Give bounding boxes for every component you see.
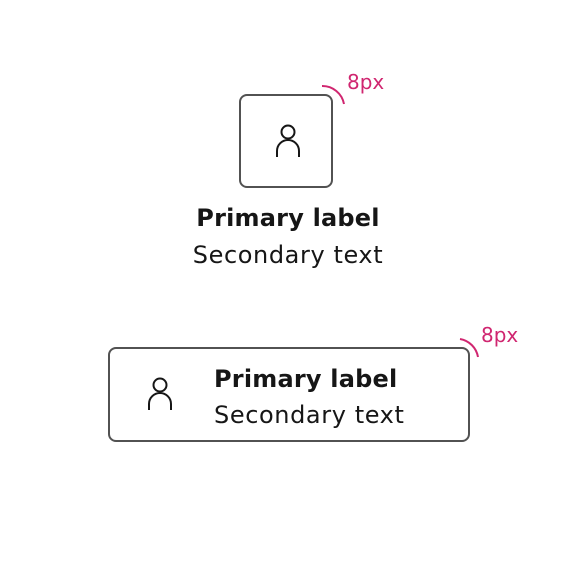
- person-icon: [148, 377, 172, 410]
- person-icon: [276, 124, 300, 157]
- horizontal-tile-corner-arc: [459, 338, 479, 358]
- horizontal-tile-primary-label: Primary label: [214, 365, 398, 393]
- horizontal-tile-radius-annotation: 8px: [481, 323, 519, 347]
- vertical-tile-primary-label: Primary label: [196, 204, 380, 232]
- vertical-tile-radius-annotation: 8px: [347, 70, 385, 94]
- vertical-tile-secondary-text: Secondary text: [192, 241, 384, 269]
- vertical-tile-icon-box[interactable]: [239, 94, 333, 188]
- vertical-tile-corner-arc: [321, 84, 345, 105]
- horizontal-tile-secondary-text: Secondary text: [214, 401, 405, 429]
- horizontal-tile[interactable]: Primary label Secondary text: [108, 347, 470, 442]
